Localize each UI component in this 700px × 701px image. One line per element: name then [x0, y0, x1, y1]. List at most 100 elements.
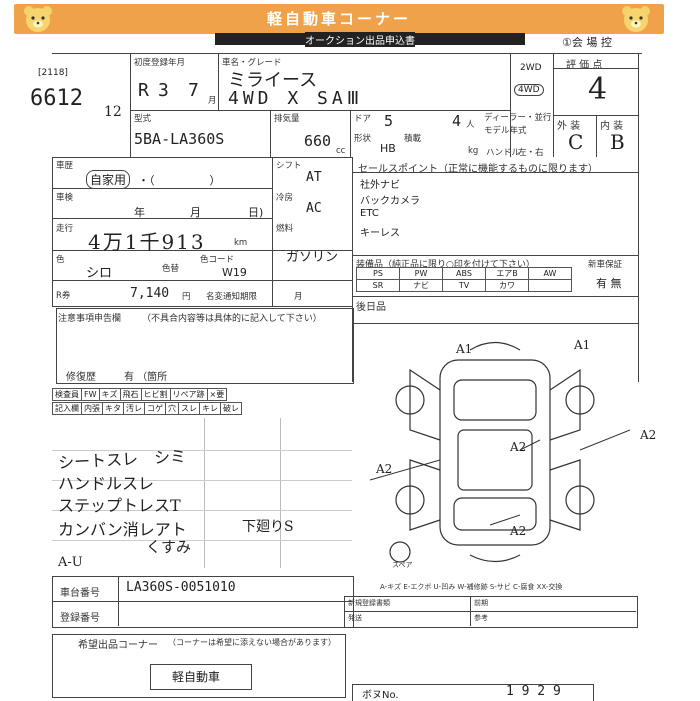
check-item: キズ — [98, 388, 121, 401]
shape-value: HB — [380, 142, 396, 155]
mileage-value: 4万1千913 — [88, 230, 206, 254]
interior-grade: B — [610, 130, 625, 154]
equipment-item: SR — [356, 279, 400, 292]
reg-year: 3 — [158, 80, 169, 101]
inspection-month: 月 — [190, 206, 201, 219]
footer-number: 1 9 2 9 — [506, 684, 561, 699]
capacity-label: 積載 — [404, 134, 422, 144]
reg-era: R — [138, 80, 149, 101]
form-title: オークション出品申込書 — [305, 32, 415, 47]
bear-mascot-icon — [622, 6, 650, 32]
reg-month: 7 — [188, 80, 199, 101]
fuel-label: 燃料 — [276, 224, 294, 234]
reg-month-unit: 月 — [208, 96, 217, 106]
check-row2-label: 記入欄 — [52, 402, 82, 415]
check-item: スレ — [178, 402, 200, 415]
check-item: 汚レ — [123, 402, 145, 415]
inspection-day: 日) — [248, 206, 264, 219]
venue-label: ①会 場 控 — [562, 36, 612, 49]
exterior-grade: C — [568, 130, 584, 154]
sales-point-item: 社外ナビ — [360, 180, 400, 191]
usage-other: ・（ ） — [138, 174, 221, 187]
model-year-label: モデル年式 — [484, 126, 527, 136]
drive-2wd: 2WD — [520, 63, 542, 73]
score-label: 評 価 点 — [566, 60, 603, 71]
equipment-item: TV — [442, 279, 486, 292]
dealer-label: ディーラー・並行 — [484, 113, 552, 123]
color-code: W19 — [222, 266, 247, 279]
check-item: キレ — [199, 402, 221, 415]
color-value: シロ — [86, 266, 113, 281]
au-note: A-U — [58, 555, 83, 570]
model-label: 型式 — [134, 114, 152, 124]
bear-mascot-icon — [24, 6, 52, 32]
docs-reference: 参考 — [474, 614, 488, 622]
new-warranty-label: 新車保証 — [588, 260, 623, 270]
notes-box — [56, 308, 354, 384]
handwritten-line: シートスレ シミ — [57, 446, 187, 473]
equipment-item: PW — [399, 267, 443, 280]
model-code: 5BA-LA360S — [134, 130, 225, 148]
car-name-label: 車名・グレード — [222, 58, 282, 68]
header-banner: 軽自動車コーナー — [14, 4, 664, 34]
sales-point-item: ETC — [360, 208, 379, 219]
check-row: 検査員 FW キズ 飛石 ヒビ割 リペア跡 ×要 — [52, 388, 228, 401]
new-warranty-value: 有 無 — [596, 277, 622, 290]
check-item: FW — [81, 388, 100, 401]
banner-title: 軽自動車コーナー — [266, 10, 411, 28]
lot-suffix: 12 — [104, 104, 122, 120]
handle-label: ハンドル — [486, 148, 521, 158]
sales-point-item: キーレス — [360, 228, 400, 239]
footer-box — [352, 684, 594, 701]
handwritten-line: ステップトレスT — [58, 496, 181, 515]
handle-options: 左・右 — [518, 148, 544, 158]
ac-value: AC — [306, 201, 322, 216]
hope-corner-field — [150, 664, 252, 690]
mileage-unit: km — [234, 238, 248, 248]
inspection-label: 車検 — [56, 193, 74, 203]
check-item: 穴 — [165, 402, 179, 415]
check-item: コゲ — [144, 402, 166, 415]
damage-mark: A2 — [510, 524, 527, 538]
docs-label: 新規登録書類 — [348, 599, 390, 607]
equipment-item: ナビ — [399, 279, 443, 292]
color-code-label: 色コード — [200, 255, 235, 265]
code-label: [2118] — [38, 68, 68, 78]
repair-label: 修復歴 — [66, 372, 96, 383]
rear-items-label: 後日品 — [356, 302, 386, 313]
equipment-item: エアB — [485, 267, 529, 280]
equipment-item: カワ — [485, 279, 529, 292]
check-table-2: 記入欄 内張 キタ 汚レ コゲ 穴 スレ キレ 破レ — [52, 402, 242, 415]
tax-label: 名変通知期限 — [206, 292, 258, 302]
check-item: 飛石 — [119, 388, 142, 401]
equipment-label: 装備品（純正品に限り○印を付けて下さい） — [356, 260, 535, 270]
exterior-label: 外 装 — [557, 121, 581, 132]
check-item: 内張 — [81, 402, 103, 415]
damage-legend: A-キズ E-エクボ U-凹み W-補修跡 S-サビ C-腐食 XX-交換 — [380, 583, 563, 591]
shape-label: 形状 — [354, 134, 372, 144]
displacement-value: 660 — [304, 132, 332, 150]
drive-4wd: 4WD — [514, 84, 544, 96]
car-grade: 4WD X SAⅢ — [228, 88, 364, 109]
repair-value: 有 （箇所 — [124, 372, 168, 383]
inspection-year: 年 — [134, 206, 145, 219]
damage-mark: A2 — [376, 462, 393, 476]
interior-label: 内 装 — [600, 121, 624, 132]
equipment-item: ABS — [442, 267, 486, 280]
handwritten-side: 下廻りS — [242, 519, 294, 535]
check-item: 破レ — [220, 402, 242, 415]
score-value: 4 — [588, 72, 608, 107]
hope-corner-label: 希望出品コーナー — [78, 640, 158, 651]
docs-send: 発送 — [348, 614, 362, 622]
displacement-unit: cc — [336, 146, 346, 156]
notes-hint: （不具合内容等は具体的に記入して下さい） — [142, 314, 322, 324]
recycle-unit: 円 — [182, 292, 191, 302]
color-label: 色 — [56, 255, 65, 265]
car-name: ミライース — [228, 70, 318, 91]
check-item: ヒビ割 — [140, 388, 171, 401]
mileage-label: 走行 — [56, 224, 74, 234]
docs-period: 前期 — [474, 599, 488, 607]
sales-points-label: セールスポイント（正常に機能するものに限ります） — [358, 164, 598, 175]
handwritten-line: くすみ — [146, 538, 192, 556]
check-row: 記入欄 内張 キタ 汚レ コゲ 穴 スレ キレ 破レ — [52, 402, 242, 415]
